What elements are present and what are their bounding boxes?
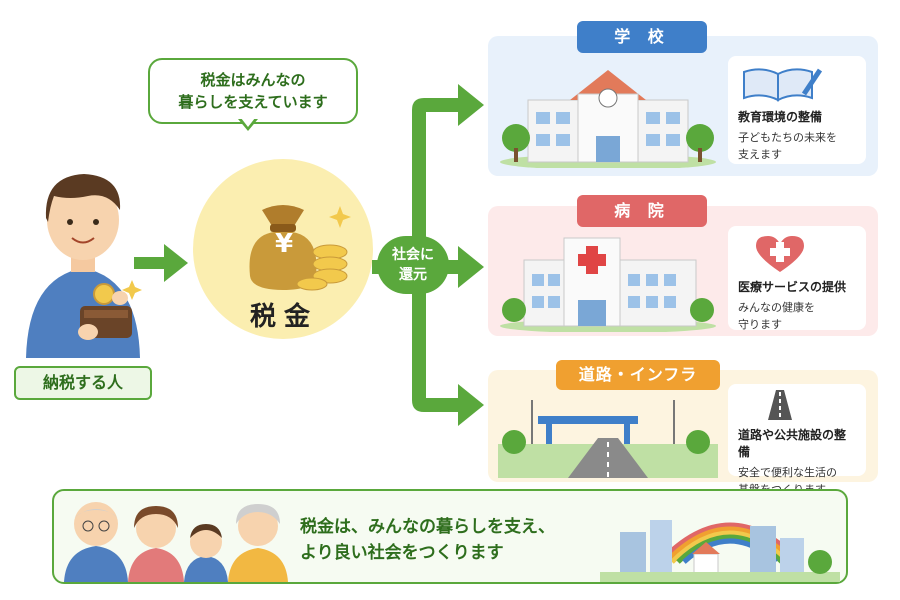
family-illustration	[64, 502, 288, 582]
infra-title: 道路・インフラ	[556, 360, 720, 390]
bubble-text-line2: 暮らしを支えています	[178, 93, 328, 111]
infra-card-title: 道路や公共施設の整備	[738, 428, 847, 459]
taxpayer-illustration	[26, 174, 142, 358]
city-rainbow-illustration	[600, 520, 840, 582]
school-card-sub-2: 支えます	[738, 148, 782, 161]
bottom-line2: より良い社会をつくります	[300, 543, 504, 563]
medical-heart-icon	[756, 236, 804, 272]
hospital-card-title: 医療サービスの提供	[738, 280, 847, 294]
taxpayer-label: 納税する人	[14, 366, 152, 400]
school-building-illustration	[500, 70, 716, 168]
yen-symbol: ¥	[274, 229, 294, 259]
arrow-to-tax	[134, 244, 188, 282]
bottom-line1: 税金は、みんなの暮らしを支え、	[300, 517, 555, 537]
hospital-title: 病 院	[577, 195, 707, 227]
book-pencil-icon	[743, 68, 823, 102]
hospital-card-sub-1: みんなの健康を	[738, 301, 815, 314]
hospital-card: 医療サービスの提供 みんなの健康を 守ります	[728, 226, 866, 331]
bottom-message: 税金は、みんなの暮らしを支え、 より良い社会をつくります	[300, 514, 555, 566]
school-card-title: 教育環境の整備	[738, 110, 823, 124]
return-label: 社会に 還元	[377, 236, 449, 294]
return-label-line2: 還元	[399, 267, 427, 283]
tax-label: 税金	[249, 302, 318, 332]
infra-card-sub-1: 安全で便利な生活の	[738, 466, 837, 479]
tax-circle	[193, 159, 373, 339]
school-card-sub-1: 子どもたちの未来を	[738, 131, 837, 144]
school-title: 学 校	[577, 21, 707, 53]
hospital-building-illustration	[500, 237, 716, 332]
bubble-text-line1: 税金はみんなの	[200, 71, 306, 89]
school-card: 教育環境の整備 子どもたちの未来を 支えます	[728, 56, 866, 164]
road-bridge-illustration	[498, 400, 718, 478]
speech-bubble: 税金はみんなの 暮らしを支えています	[148, 58, 358, 124]
return-label-line1: 社会に	[392, 247, 434, 263]
hospital-card-sub-2: 守ります	[738, 318, 782, 331]
road-icon	[768, 390, 792, 420]
infra-card: 道路や公共施設の整備 安全で便利な生活の 基盤をつくります	[728, 384, 866, 496]
bubble-tail-inner	[241, 118, 255, 127]
